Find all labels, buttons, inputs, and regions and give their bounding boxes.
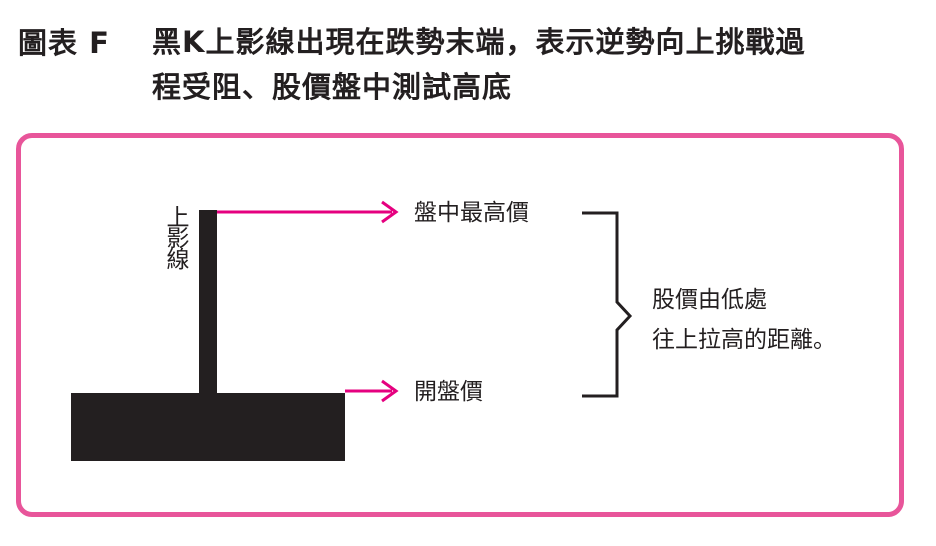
- intraday-high-arrow: [217, 200, 399, 224]
- open-price-label: 開盤價: [414, 379, 483, 405]
- upper-shadow-label: 上影線: [162, 205, 188, 268]
- chart-title-label: 圖表 F: [18, 26, 110, 60]
- intraday-high-label: 盤中最高價: [414, 200, 529, 226]
- chart-title-line-2: 程受阻、股價盤中測試高底: [152, 70, 513, 104]
- open-price-arrow: [345, 379, 399, 403]
- chart-title: 黑K上影線出現在跌勢末端，表示逆勢向上挑戰過 程受阻、股價盤中測試高底: [152, 20, 922, 110]
- upper-shadow-wick: [199, 210, 217, 396]
- range-note-line-1: 股價由低處: [652, 287, 767, 313]
- diagram-frame: [16, 133, 904, 517]
- black-candle-body: [71, 393, 345, 461]
- range-note: 股價由低處 往上拉高的距離。: [652, 280, 836, 360]
- range-note-line-2: 往上拉高的距離。: [652, 327, 836, 353]
- range-bracket: [582, 211, 633, 398]
- chart-title-line-1: 黑K上影線出現在跌勢末端，表示逆勢向上挑戰過: [152, 25, 806, 59]
